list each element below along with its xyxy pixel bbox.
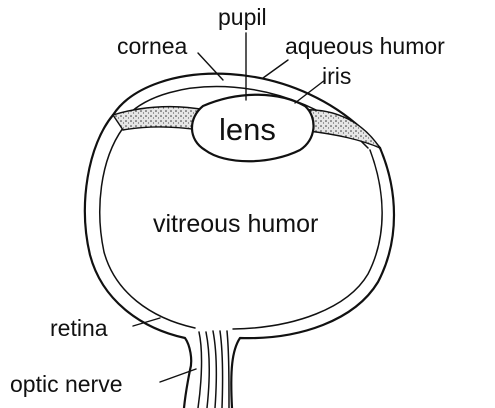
leader-aqueous-humor bbox=[263, 60, 288, 78]
label-pupil: pupil bbox=[218, 4, 267, 30]
leader-cornea bbox=[198, 53, 223, 80]
label-iris: iris bbox=[322, 63, 351, 89]
label-optic-nerve: optic nerve bbox=[10, 371, 123, 397]
label-aqueous-humor: aqueous humor bbox=[285, 33, 445, 59]
label-vitreous-humor: vitreous humor bbox=[153, 210, 318, 238]
optic-nerve-bundle bbox=[198, 331, 229, 408]
label-cornea: cornea bbox=[117, 33, 188, 59]
leader-optic-nerve bbox=[160, 369, 196, 382]
label-lens: lens bbox=[219, 112, 276, 147]
sclera-outer bbox=[85, 115, 191, 408]
sclera-outer-right bbox=[231, 148, 394, 408]
label-retina: retina bbox=[50, 315, 108, 341]
